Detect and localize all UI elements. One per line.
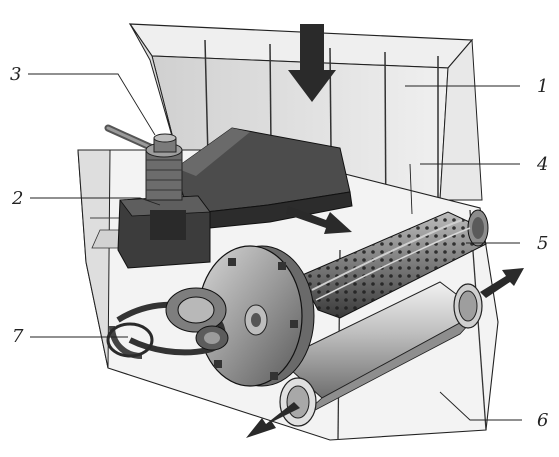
callout-3: 3 bbox=[10, 64, 22, 85]
tray-arrow-icon bbox=[286, 206, 352, 234]
motor-unit bbox=[104, 124, 183, 201]
callout-2: 2 bbox=[12, 188, 24, 209]
perforated-screen bbox=[299, 209, 489, 319]
right-out-arrow-icon bbox=[480, 268, 524, 298]
rotor-disk bbox=[197, 245, 315, 387]
callout-4: 4 bbox=[537, 154, 549, 175]
flow-arrows bbox=[246, 24, 524, 438]
leader-lines bbox=[28, 73, 522, 421]
callout-7: 7 bbox=[12, 326, 24, 347]
left-out-arrow-icon bbox=[246, 402, 300, 438]
down-arrow-icon bbox=[288, 24, 336, 102]
lower-drum bbox=[279, 281, 483, 427]
belt-drive bbox=[106, 287, 229, 359]
feed-tray bbox=[175, 127, 353, 231]
drive-block bbox=[117, 195, 211, 269]
callout-5: 5 bbox=[537, 233, 549, 254]
callout-6: 6 bbox=[537, 410, 549, 431]
callout-1: 1 bbox=[537, 76, 549, 97]
